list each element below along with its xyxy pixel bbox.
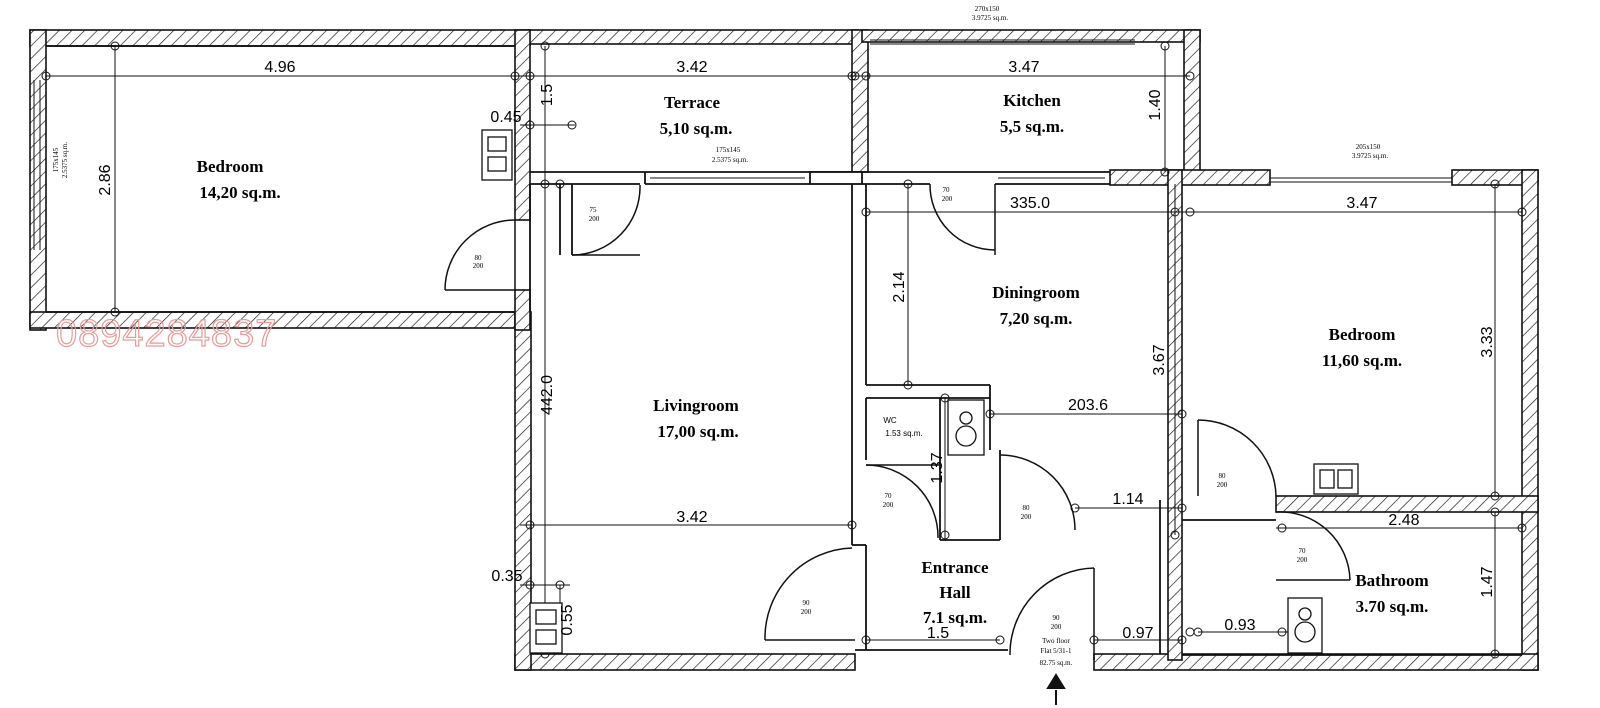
- total-area-label: 82.75 sq.m.: [1040, 659, 1073, 667]
- window-area: 3.9725 sq.m.: [972, 14, 1008, 22]
- window-area: 3.9725 sq.m.: [1352, 152, 1388, 160]
- dimension-label: 3.67: [1151, 344, 1168, 375]
- dimension-label: 0.97: [1122, 625, 1153, 642]
- dimension-label: 4.96: [264, 59, 295, 76]
- door-width: 70: [943, 186, 951, 194]
- dimension-label: 3.33: [1479, 326, 1496, 357]
- door-width: 80: [475, 254, 483, 262]
- room-area: 17,00 sq.m.: [657, 422, 738, 441]
- window-labels: 270x150 3.9725 sq.m. 205x150 3.9725 sq.m…: [52, 5, 1388, 178]
- dimension-label: 203.6: [1068, 397, 1108, 414]
- door-width: 75: [590, 206, 598, 214]
- window-size: 205x150: [1356, 143, 1381, 151]
- room-name: Hall: [939, 583, 970, 602]
- entrance-arrow-icon: [1046, 673, 1066, 705]
- door-width: 70: [1299, 547, 1307, 555]
- door-height: 200: [801, 608, 812, 616]
- room-name: Bedroom: [1329, 325, 1396, 344]
- door-height: 200: [1051, 623, 1062, 631]
- room-name: Diningroom: [992, 283, 1080, 302]
- room-name: Bedroom: [197, 157, 264, 176]
- dimension-label: 1.5: [539, 84, 556, 106]
- room-name: Terrace: [664, 93, 720, 112]
- dimension-label: 3.47: [1008, 59, 1039, 76]
- dimension-label: 1.14: [1112, 491, 1143, 508]
- room-name: Entrance: [921, 558, 989, 577]
- dimension-label: 0.45: [490, 109, 521, 126]
- floor-label: Two floor: [1042, 637, 1070, 645]
- room-name: Kitchen: [1003, 91, 1061, 110]
- dimension-label: 2.14: [891, 271, 908, 302]
- dimension-label: 3.47: [1346, 195, 1377, 212]
- room-labels: Bedroom 14,20 sq.m. Terrace 5,10 sq.m. K…: [197, 91, 1429, 627]
- door-width: 80: [1219, 472, 1227, 480]
- fixtures: [481, 129, 1359, 654]
- room-area: 5,10 sq.m.: [660, 119, 733, 138]
- room-area: 14,20 sq.m.: [199, 183, 280, 202]
- dimension-labels: 4.96 3.42 3.47 0.45 1.5 2.86 1.40 335.0 …: [97, 59, 1496, 642]
- doors: [444, 183, 1351, 660]
- dimension-label: 0.35: [491, 568, 522, 585]
- window-size: 175x145: [716, 146, 741, 154]
- dimension-label: 3.42: [676, 509, 707, 526]
- door-labels: 80 200 75 200 70 200 70 200 80 200 80 20…: [473, 186, 1308, 631]
- door-height: 200: [1297, 556, 1308, 564]
- dimension-label: 1.5: [927, 625, 949, 642]
- room-area: 7.1 sq.m.: [923, 608, 987, 627]
- room-name: Bathroom: [1355, 571, 1428, 590]
- window-size: 175x145: [52, 147, 60, 172]
- room-name: Livingroom: [653, 396, 739, 415]
- room-area: 1.53 sq.m.: [885, 429, 922, 438]
- door-height: 200: [1021, 513, 1032, 521]
- room-area: 11,60 sq.m.: [1322, 351, 1402, 370]
- heater-icon: [481, 129, 513, 181]
- windows: [33, 39, 1452, 250]
- door-height: 200: [942, 195, 953, 203]
- door-width: 90: [803, 599, 811, 607]
- door-height: 200: [883, 501, 894, 509]
- dimension-label: 1.37: [929, 452, 946, 483]
- footer-note: Two floor Flat 5/31-1 82.75 sq.m.: [1040, 637, 1073, 667]
- dimension-label: 0.93: [1224, 617, 1255, 634]
- door-height: 200: [473, 262, 484, 270]
- door-height: 200: [589, 215, 600, 223]
- inner-walls: [46, 45, 1522, 656]
- room-area: 5,5 sq.m.: [1000, 117, 1064, 136]
- flat-label: Flat 5/31-1: [1041, 647, 1072, 655]
- door-width: 90: [1053, 614, 1061, 622]
- window-area: 2.5375 sq.m.: [712, 156, 748, 164]
- dimension-dots: [41, 41, 1527, 659]
- room-area: 7,20 sq.m.: [1000, 309, 1073, 328]
- dimension-label: 442.0: [539, 375, 556, 415]
- room-area: 3.70 sq.m.: [1356, 597, 1429, 616]
- window-area: 2.5375 sq.m.: [61, 142, 69, 178]
- dimension-label: 2.86: [97, 164, 114, 195]
- dimension-label: 1.40: [1147, 89, 1164, 120]
- dimension-label: 1.47: [1479, 566, 1496, 597]
- watermark-phone: 0894284837: [56, 313, 277, 355]
- window-size: 270x150: [975, 5, 1000, 13]
- door-width: 70: [885, 492, 893, 500]
- door-width: 80: [1023, 504, 1031, 512]
- dimension-label: 0.55: [559, 604, 576, 635]
- outer-walls: [29, 29, 1539, 671]
- door-height: 200: [1217, 481, 1228, 489]
- dimension-label: 335.0: [1010, 195, 1050, 212]
- room-name: WC: [883, 416, 897, 425]
- heater-icon: [529, 602, 563, 654]
- dimension-label: 2.48: [1388, 512, 1419, 529]
- dimension-label: 3.42: [676, 59, 707, 76]
